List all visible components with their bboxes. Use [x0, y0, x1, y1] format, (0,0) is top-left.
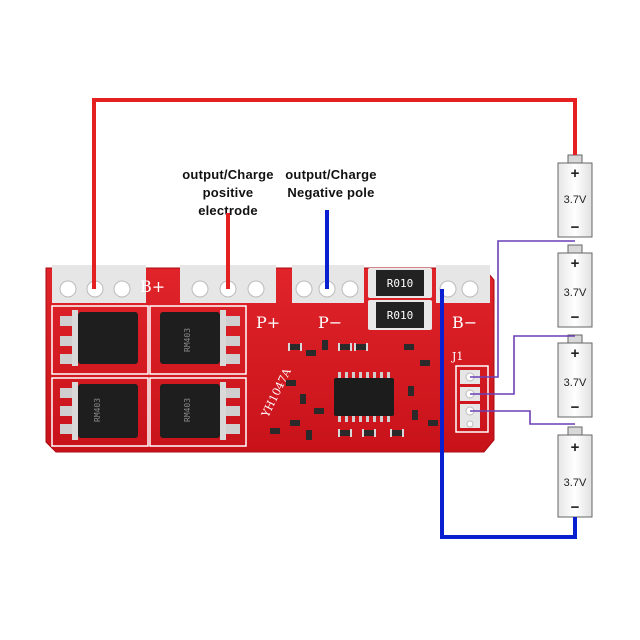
cell-plus-sign: +	[571, 255, 580, 272]
cell-plus-sign: +	[571, 165, 580, 182]
battery-cell: + 3.7V −	[557, 154, 593, 238]
balance-wires	[470, 240, 575, 425]
cell-plus-sign: +	[571, 439, 580, 456]
protection-ic	[334, 372, 394, 422]
cell-plus-sign: +	[571, 345, 580, 362]
cell-voltage: 3.7V	[564, 287, 587, 299]
pad-label-p-plus: P+	[256, 313, 280, 332]
cell-voltage: 3.7V	[564, 377, 587, 389]
cell-minus-sign: −	[571, 219, 580, 236]
connector-label-j1: J1	[451, 350, 463, 363]
positive-label-line1: output/Charge	[182, 167, 274, 182]
battery-cell: + 3.7V −	[557, 244, 593, 328]
cell-voltage: 3.7V	[564, 194, 587, 206]
shunt-resistor: R010	[368, 268, 432, 298]
mosfet-chip: RM403	[160, 382, 240, 440]
resistor-label: R010	[387, 309, 414, 322]
positive-wire	[92, 98, 577, 289]
cell-minus-sign: −	[571, 399, 580, 416]
negative-label-line2: Negative pole	[287, 185, 375, 200]
smd-components	[270, 340, 438, 440]
pad-label-b-plus: B+	[140, 277, 165, 296]
pcb-board: B+ P+ P− B− RM403	[45, 265, 495, 453]
mosfet-chip	[60, 310, 138, 366]
negative-output-label: output/Charge Negative pole	[283, 166, 379, 202]
cell-minus-sign: −	[571, 499, 580, 516]
positive-label-line2: positive electrode	[198, 185, 258, 218]
mosfet-chip: RM403	[60, 382, 138, 440]
pad-label-p-minus: P−	[318, 313, 342, 332]
resistor-label: R010	[387, 277, 414, 290]
cell-voltage: 3.7V	[564, 477, 587, 489]
svg-text:RM403: RM403	[183, 398, 192, 422]
cell-minus-sign: −	[571, 309, 580, 326]
negative-wire	[440, 289, 577, 539]
battery-cell: + 3.7V −	[557, 426, 593, 518]
pad-label-b-minus: B−	[452, 313, 477, 332]
negative-label-line1: output/Charge	[285, 167, 377, 182]
battery-cell: + 3.7V −	[557, 334, 593, 418]
svg-text:RM403: RM403	[93, 398, 102, 422]
svg-text:RM403: RM403	[183, 328, 192, 352]
positive-output-label: output/Charge positive electrode	[172, 166, 284, 220]
shunt-resistor: R010	[368, 300, 432, 330]
mosfet-chip: RM403	[160, 310, 240, 366]
